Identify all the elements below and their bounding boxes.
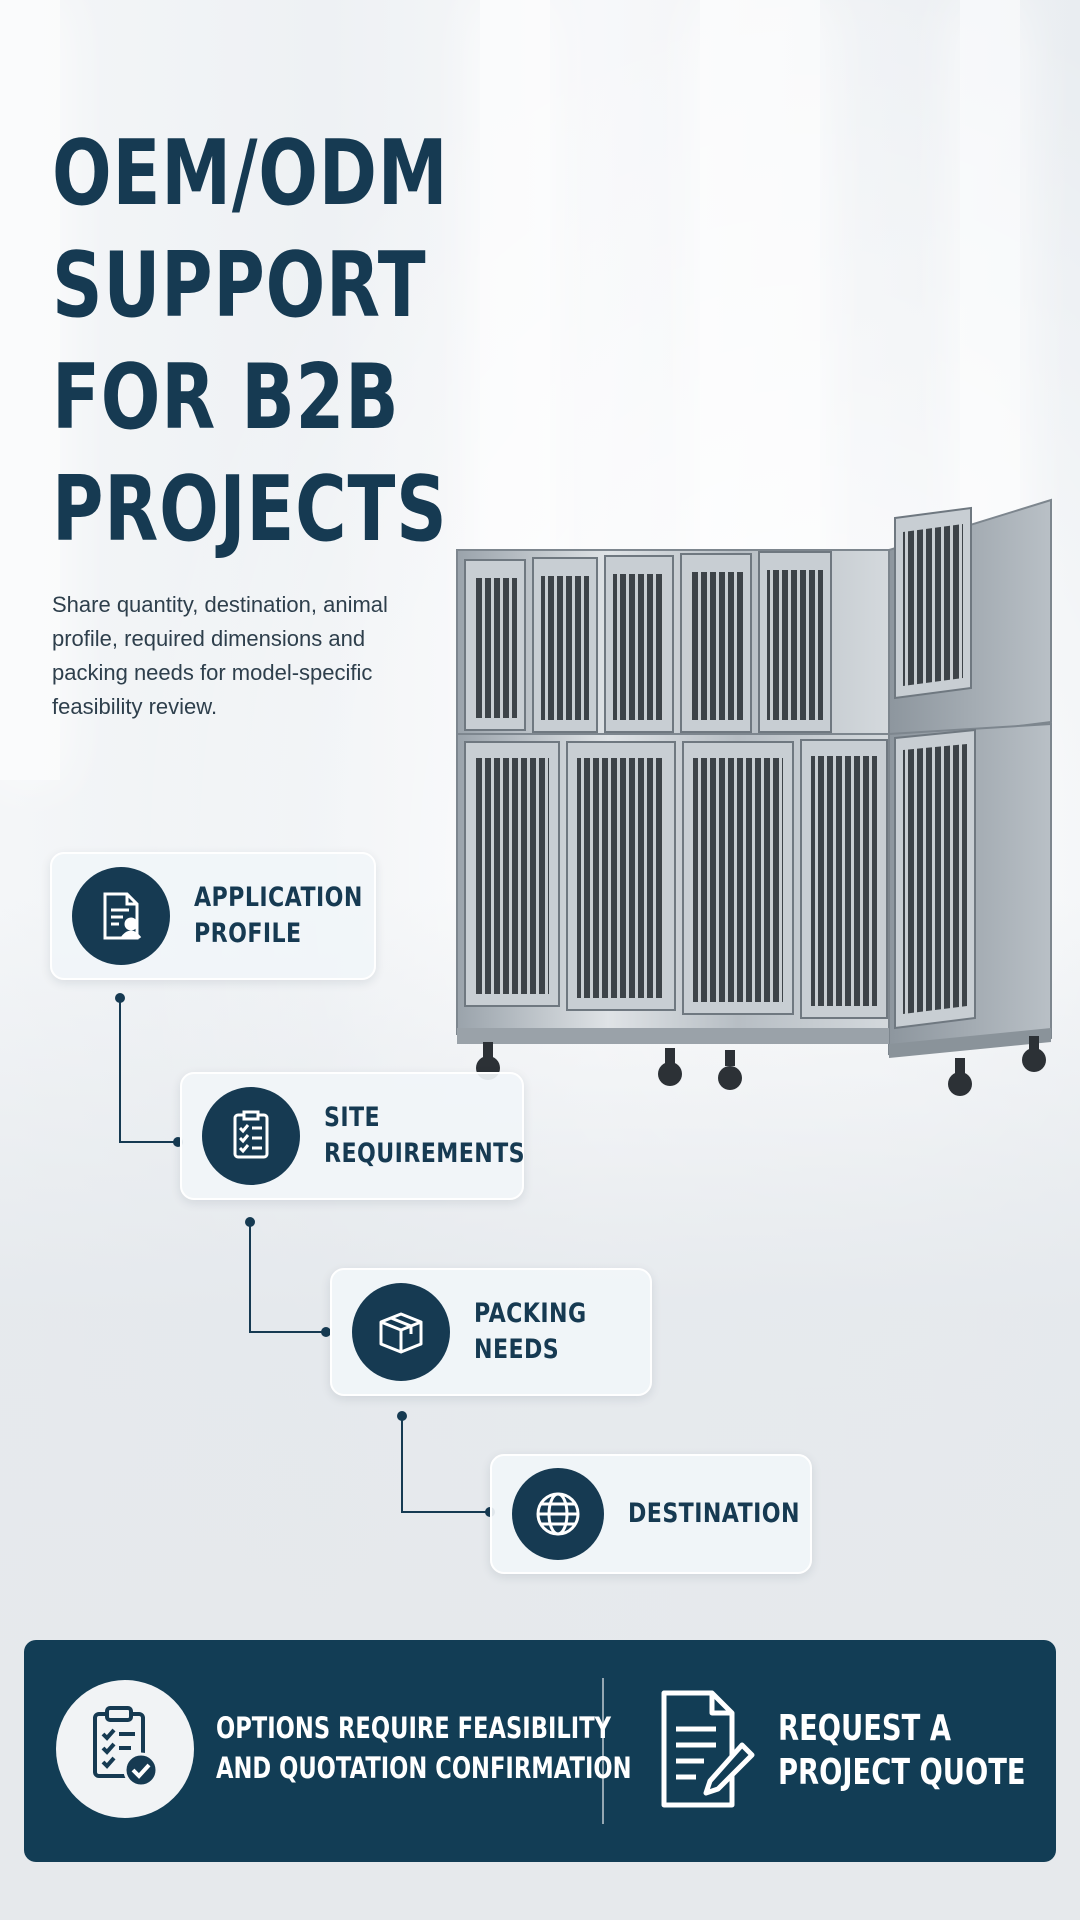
cage-door [464,739,888,1019]
note-line: OPTIONS REQUIRE FEASIBILITY [216,1711,612,1745]
kennel-cage-image [456,498,1052,1096]
step-label: PACKING NEEDS [474,1296,587,1368]
step-label: APPLICATION PROFILE [194,880,363,952]
step-label-line: REQUIREMENTS [324,1138,526,1169]
cta-line: REQUEST A [778,1708,951,1749]
title-line: OEM/ODM [52,121,449,226]
step-label-line: NEEDS [474,1334,560,1365]
step-label-line: PACKING [474,1298,587,1329]
step-label-line: SITE [324,1102,381,1133]
box-icon [352,1283,450,1381]
step-destination: DESTINATION [490,1454,812,1574]
globe-icon [512,1468,604,1560]
cage-door [464,551,832,733]
page-title: OEM/ODM SUPPORT FOR B2B PROJECTS [52,118,449,566]
bottom-banner: OPTIONS REQUIRE FEASIBILITY AND QUOTATIO… [24,1640,1056,1862]
request-quote-button[interactable]: REQUEST A PROJECT QUOTE [644,1640,1044,1862]
step-site-requirements: SITE REQUIREMENTS [180,1072,525,1200]
step-label-line: DESTINATION [628,1498,800,1529]
document-pen-icon [656,1687,756,1816]
title-line: PROJECTS [52,457,448,562]
window-light [0,0,60,780]
step-packing-needs: PACKING NEEDS [330,1268,652,1396]
note-line: AND QUOTATION CONFIRMATION [216,1751,632,1785]
cta-label: REQUEST A PROJECT QUOTE [778,1707,1026,1795]
step-label-line: APPLICATION [194,882,363,913]
checklist-icon [202,1087,300,1185]
step-label-line: PROFILE [194,918,302,949]
caster-wheel [476,1036,1046,1096]
title-line: SUPPORT [52,233,427,338]
document-user-icon [72,867,170,965]
feasibility-note: OPTIONS REQUIRE FEASIBILITY AND QUOTATIO… [216,1708,632,1788]
step-application-profile: APPLICATION PROFILE [50,852,376,980]
cta-line: PROJECT QUOTE [778,1752,1026,1793]
step-label: SITE REQUIREMENTS [324,1100,525,1172]
intro-text: Share quantity, destination, animal prof… [52,592,388,719]
divider [602,1678,604,1824]
step-label: DESTINATION [628,1496,800,1532]
clipboard-check-icon [56,1680,194,1818]
title-line: FOR B2B [52,345,400,450]
